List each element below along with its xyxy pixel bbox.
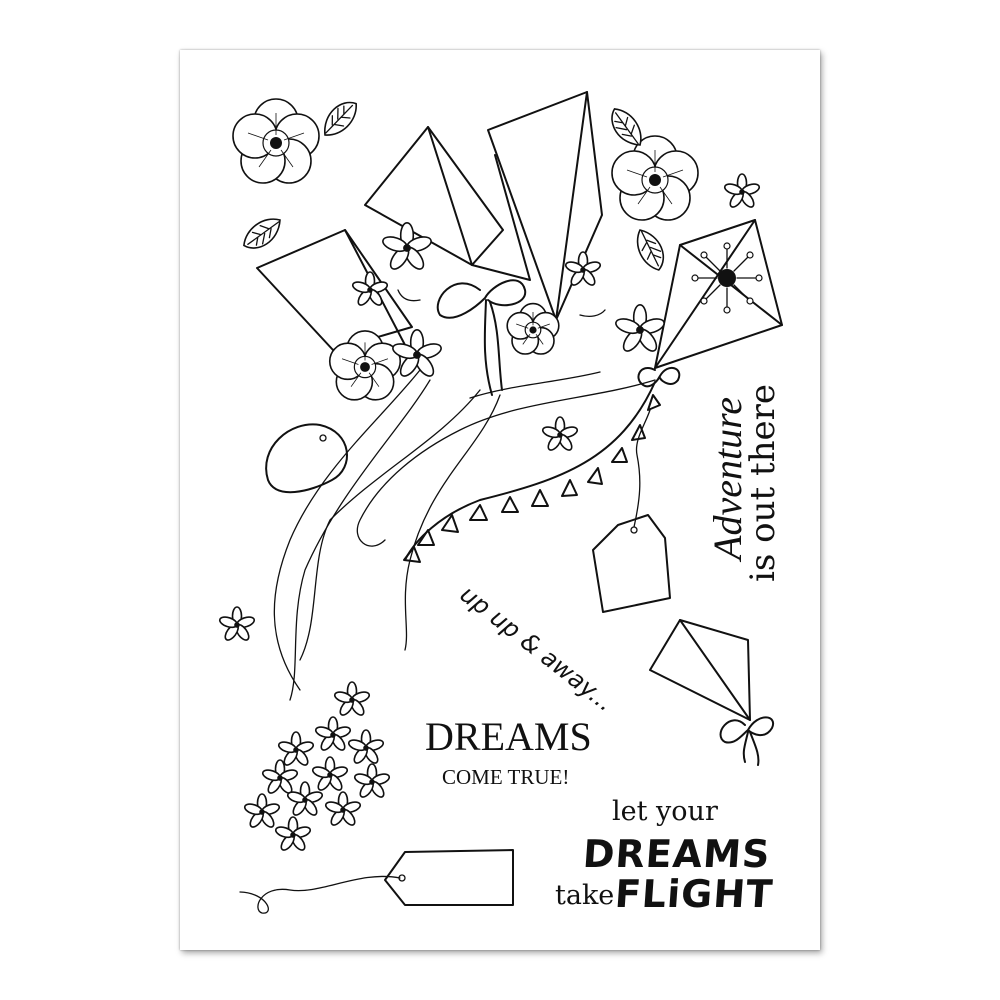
bunting-icon bbox=[404, 382, 660, 562]
dreams-serif-text: DREAMS bbox=[425, 714, 592, 759]
flower-icon bbox=[611, 135, 699, 221]
leaf-icon bbox=[605, 102, 648, 153]
leaf-icon bbox=[315, 95, 365, 142]
take-text: take bbox=[555, 880, 615, 911]
flight-text: FLiGHT bbox=[613, 872, 775, 916]
bow-icon bbox=[438, 280, 525, 395]
flower-icon bbox=[506, 303, 560, 355]
gift-tag-icon bbox=[593, 410, 670, 612]
is-out-there-text: is out there bbox=[743, 383, 784, 583]
kite-icon bbox=[488, 92, 602, 320]
kite-icon bbox=[650, 620, 750, 720]
bow-icon bbox=[638, 368, 679, 386]
leaf-icon bbox=[631, 224, 670, 275]
stamp-sheet bbox=[180, 50, 820, 950]
flower-icon bbox=[232, 98, 320, 184]
kite-icon bbox=[365, 127, 530, 280]
bow-icon bbox=[721, 717, 774, 765]
flower-icon bbox=[329, 330, 401, 401]
gift-tag-icon bbox=[266, 424, 347, 492]
ribbon-icon bbox=[274, 370, 655, 700]
kite-icon bbox=[655, 220, 782, 368]
let-your-text: let your bbox=[612, 796, 718, 827]
come-true-text: COME TRUE! bbox=[442, 765, 570, 789]
dreams-handwritten-text: DREAMS bbox=[581, 832, 772, 876]
leaf-icon bbox=[237, 212, 288, 255]
gift-tag-icon bbox=[240, 850, 513, 913]
